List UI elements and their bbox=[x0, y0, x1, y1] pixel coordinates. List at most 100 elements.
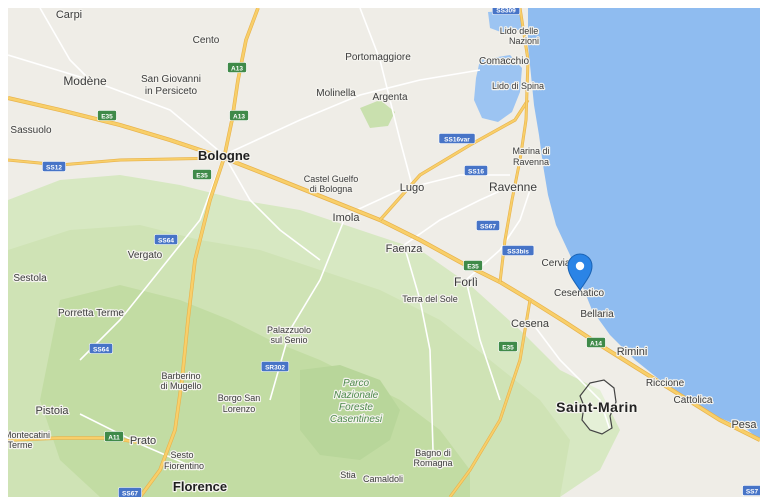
place-label-pistoia: Pistoia bbox=[35, 405, 69, 417]
svg-text:SS67: SS67 bbox=[122, 490, 138, 497]
minor-roads bbox=[8, 8, 611, 471]
road-shield-ss64-1: SS64 bbox=[154, 234, 178, 245]
svg-text:E35: E35 bbox=[101, 113, 113, 120]
place-label-parco-4: Casentinesi bbox=[330, 414, 383, 425]
place-label-lugo: Lugo bbox=[400, 182, 424, 194]
place-label-marina-ravenna-1: Marina di bbox=[512, 146, 549, 156]
place-label-barberino-1: Barberino bbox=[161, 371, 200, 381]
place-label-portomaggiore: Portomaggiore bbox=[345, 52, 411, 63]
svg-text:E35: E35 bbox=[196, 172, 208, 179]
place-label-cervia: Cervia bbox=[542, 258, 571, 269]
road-shields: A13A13E35SS12E35SS16varSS16SS309SS67SS64… bbox=[42, 8, 760, 497]
lagoon-north bbox=[488, 10, 524, 34]
place-label-molinella: Molinella bbox=[316, 88, 356, 99]
road-shield-a14: A14 bbox=[586, 337, 606, 348]
svg-text:SS67: SS67 bbox=[480, 223, 496, 230]
san-marino-border bbox=[579, 379, 617, 435]
svg-text:SS7: SS7 bbox=[746, 488, 759, 495]
place-label-cattolica: Cattolica bbox=[674, 395, 713, 406]
map-pin-icon[interactable] bbox=[567, 253, 593, 291]
road-shield-e35-1: E35 bbox=[97, 110, 117, 121]
svg-text:SS64: SS64 bbox=[158, 237, 174, 244]
svg-text:SS16var: SS16var bbox=[444, 136, 470, 143]
place-label-florence: Florence bbox=[173, 479, 227, 494]
place-label-imola: Imola bbox=[333, 212, 361, 224]
map-pin-dot bbox=[575, 261, 585, 271]
place-label-borgo-2: Lorenzo bbox=[223, 404, 256, 414]
place-label-riccione: Riccione bbox=[646, 378, 685, 389]
road-shield-sr302: SR302 bbox=[260, 361, 290, 372]
road-shield-ss64-2: SS64 bbox=[89, 343, 113, 354]
place-label-lido-spina: Lido di Spina bbox=[492, 81, 544, 91]
place-label-parco-3: Foreste bbox=[339, 402, 373, 413]
road-shield-e35-3: E35 bbox=[463, 260, 483, 271]
major-roads bbox=[8, 8, 760, 497]
place-label-bologne: Bologne bbox=[198, 148, 250, 163]
svg-text:SS64: SS64 bbox=[93, 346, 109, 353]
place-label-faenza: Faenza bbox=[386, 243, 424, 255]
place-label-ravenne: Ravenne bbox=[489, 180, 537, 194]
place-label-cesenatico: Cesenatico bbox=[554, 288, 604, 299]
place-label-modene: Modène bbox=[63, 74, 107, 88]
place-label-parco-1: Parco bbox=[343, 378, 370, 389]
svg-text:E35: E35 bbox=[502, 344, 514, 351]
place-label-terra-del-sole: Terra del Sole bbox=[402, 294, 458, 304]
road-shield-ss67-2: SS67 bbox=[118, 487, 142, 497]
place-label-montecatini-2: Terme bbox=[8, 440, 33, 450]
place-label-pesaro: Pesa bbox=[731, 419, 757, 431]
place-label-carpi: Carpi bbox=[56, 9, 82, 21]
place-label-castel-guelfo-2: di Bologna bbox=[310, 184, 353, 194]
place-label-cento: Cento bbox=[193, 35, 220, 46]
road-shield-a13-1: A13 bbox=[227, 62, 247, 73]
place-label-prato: Prato bbox=[130, 435, 156, 447]
place-label-sestola: Sestola bbox=[13, 273, 47, 284]
place-label-barberino-2: di Mugello bbox=[160, 381, 201, 391]
svg-text:A11: A11 bbox=[108, 434, 120, 441]
place-label-palazzuolo-2: sul Senio bbox=[270, 335, 307, 345]
lagoon-area bbox=[474, 55, 522, 122]
svg-text:A13: A13 bbox=[231, 65, 243, 72]
place-label-parco-2: Nazionale bbox=[334, 390, 379, 401]
road-shield-ss12: SS12 bbox=[42, 161, 66, 172]
place-label-stia: Stia bbox=[340, 470, 356, 480]
svg-text:SS3bis: SS3bis bbox=[507, 248, 529, 255]
place-label-sesto-2: Fiorentino bbox=[164, 461, 204, 471]
place-label-rimini: Rimini bbox=[617, 346, 648, 358]
road-shield-ss309: SS309 bbox=[491, 8, 521, 15]
road-shield-ss3bis: SS3bis bbox=[501, 245, 535, 256]
svg-text:E35: E35 bbox=[467, 263, 479, 270]
place-label-cesena: Cesena bbox=[511, 318, 550, 330]
place-label-bellaria: Bellaria bbox=[580, 309, 614, 320]
svg-text:SS12: SS12 bbox=[46, 164, 62, 171]
sea-area bbox=[528, 8, 760, 440]
svg-text:SS16: SS16 bbox=[468, 168, 484, 175]
road-shield-a13-2: A13 bbox=[229, 110, 249, 121]
place-label-bagno-2: Romagna bbox=[413, 458, 452, 468]
road-shield-ss16: SS16 bbox=[464, 165, 488, 176]
place-label-lido-nazioni-2: Nazioni bbox=[509, 36, 539, 46]
place-label-vergato: Vergato bbox=[128, 250, 163, 261]
place-label-marina-ravenna-2: Ravenna bbox=[513, 157, 549, 167]
place-label-palazzuolo-1: Palazzuolo bbox=[267, 325, 311, 335]
place-label-camaldoli: Camaldoli bbox=[363, 474, 403, 484]
place-label-bagno-1: Bagno di bbox=[415, 448, 451, 458]
road-shield-e35-2: E35 bbox=[192, 169, 212, 180]
svg-text:SR302: SR302 bbox=[265, 364, 285, 371]
place-label-sesto-1: Sesto bbox=[170, 450, 193, 460]
place-label-borgo-1: Borgo San bbox=[218, 393, 261, 403]
place-label-argenta: Argenta bbox=[372, 92, 407, 103]
place-label-montecatini-1: Montecatini bbox=[8, 430, 50, 440]
road-shield-ss67-1: SS67 bbox=[476, 220, 500, 231]
road-shield-a11: A11 bbox=[104, 431, 124, 442]
svg-text:A13: A13 bbox=[233, 113, 245, 120]
road-shield-ss16var: SS16var bbox=[438, 133, 476, 144]
place-label-forli: Forlì bbox=[454, 275, 478, 289]
place-label-lido-nazioni-1: Lido delle bbox=[500, 26, 539, 36]
location-marker[interactable] bbox=[567, 253, 593, 291]
svg-text:A14: A14 bbox=[590, 340, 602, 347]
svg-text:SS309: SS309 bbox=[496, 8, 516, 14]
place-label-castel-guelfo-1: Castel Guelfo bbox=[304, 174, 359, 184]
